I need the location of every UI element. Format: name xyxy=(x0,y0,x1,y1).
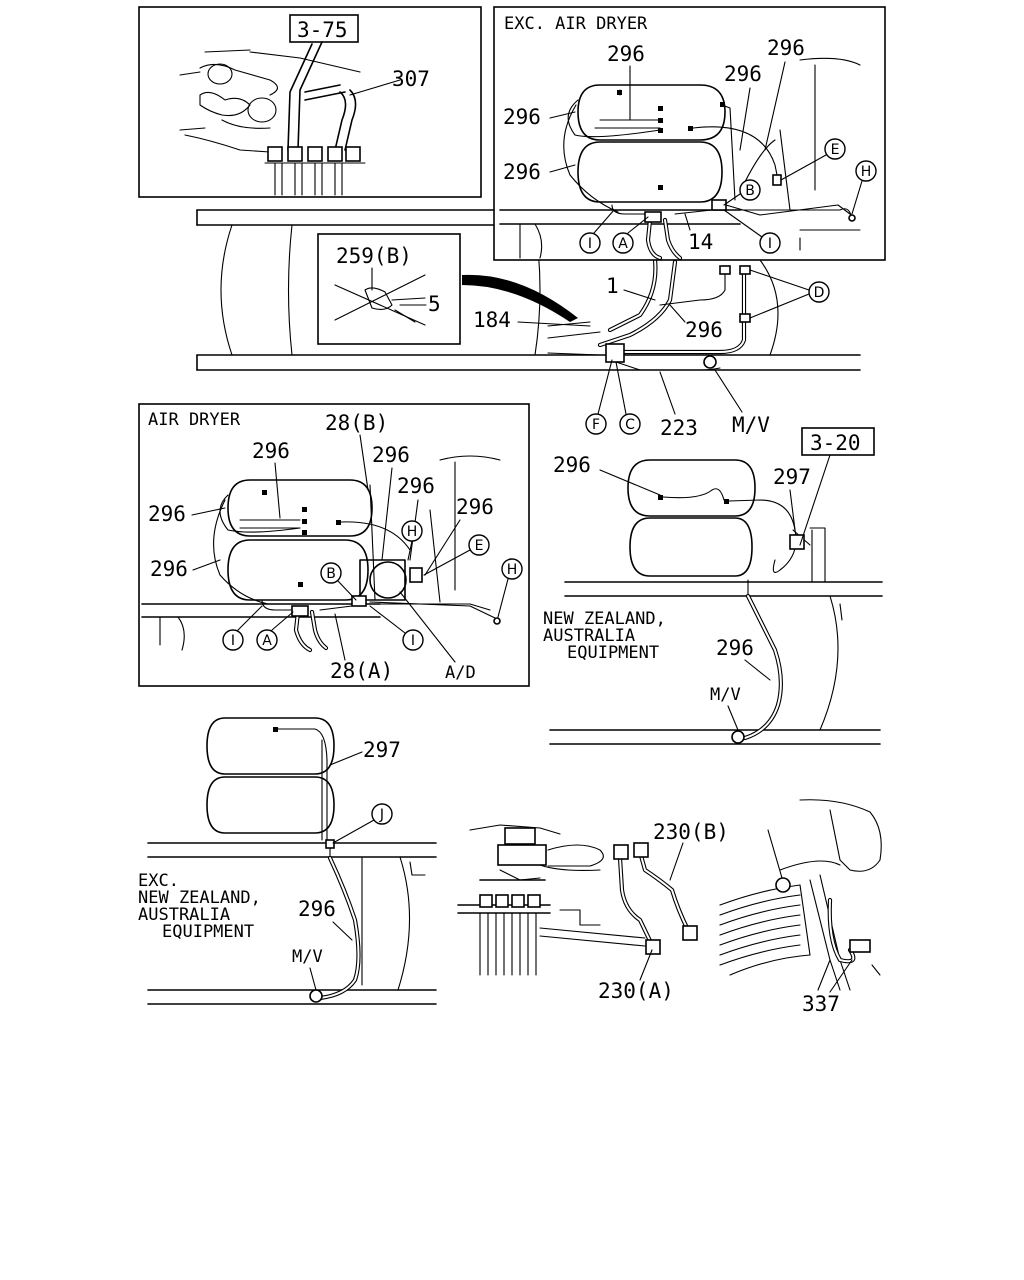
title-exc-air-dryer: EXC. AIR DRYER xyxy=(504,14,648,34)
label-28b: 28(B) xyxy=(325,411,388,435)
fitting-row xyxy=(264,146,366,196)
note-exc-3: AUSTRALIA xyxy=(138,905,230,925)
label-297-nz: 297 xyxy=(773,465,811,489)
circle-label-f: F xyxy=(592,417,600,433)
panel-nz-au: 3-20 296 297 NEW ZEALAND, AUSTRALIA EQUI… xyxy=(543,427,883,745)
circle-i-top-right xyxy=(759,232,781,254)
label-296-b: 296 xyxy=(503,105,541,129)
panel-air-dryer: AIR DRYER 28(B) xyxy=(138,403,530,687)
inset-box xyxy=(317,233,461,345)
label-296-c: 296 xyxy=(503,160,541,184)
circle-label-c: C xyxy=(625,417,635,433)
circle-b-ad xyxy=(320,562,342,584)
part-label-296-main: 296 xyxy=(685,318,723,342)
circle-i-ad-left xyxy=(222,629,244,651)
panel-valves: 230(B) 230(A) xyxy=(457,820,729,1003)
label-296-exc: 296 xyxy=(298,897,336,921)
label-296-ad-c: 296 xyxy=(397,474,435,498)
label-14: 14 xyxy=(688,230,713,254)
circle-label-a-ad: A xyxy=(262,633,272,649)
label-296-ad-b: 296 xyxy=(372,443,410,467)
circle-label-i-ad-left: I xyxy=(231,633,235,649)
note-nz-1: NEW ZEALAND, xyxy=(543,609,666,629)
label-296-d: 296 xyxy=(724,62,762,86)
panel-cooler: 337 xyxy=(719,799,882,1016)
circle-a-ad xyxy=(256,629,278,651)
circle-i-top-left xyxy=(579,232,601,254)
circle-label-e-ad: E xyxy=(475,538,484,554)
label-230b: 230(B) xyxy=(653,820,729,844)
circle-label-a-top: A xyxy=(618,236,628,252)
note-exc-1: EXC. xyxy=(138,871,179,891)
circle-label-i-ad-right: I xyxy=(411,633,415,649)
label-ad: A/D xyxy=(445,663,476,683)
label-297-exc: 297 xyxy=(363,738,401,762)
circle-a-top xyxy=(612,232,634,254)
note-nz-2: AUSTRALIA xyxy=(543,626,635,646)
panel-exc-nz: 297 J EXC. NEW ZEALAND, AUSTRALIA EQUIPM… xyxy=(138,717,437,1005)
label-mv-exc: M/V xyxy=(292,947,323,967)
circle-label-h-ad-2: H xyxy=(507,562,518,578)
circle-label-i-top-left: I xyxy=(588,236,592,252)
part-label-184: 184 xyxy=(473,308,511,332)
label-296-nz-b: 296 xyxy=(716,636,754,660)
label-mv-main: M/V xyxy=(732,413,770,437)
note-exc-4: EQUIPMENT xyxy=(162,922,254,942)
label-296-e: 296 xyxy=(767,36,805,60)
note-nz-3: EQUIPMENT xyxy=(567,643,659,663)
panel-exc-air-dryer: EXC. AIR DRYER xyxy=(493,6,886,261)
circle-e-top xyxy=(824,138,846,160)
ref-label-3-20: 3-20 xyxy=(810,431,861,455)
panel-top-left: 3-75 307 xyxy=(138,6,482,198)
circle-label-d: D xyxy=(814,285,825,301)
circle-h-ad-2 xyxy=(501,558,523,580)
label-296-ad-e: 296 xyxy=(148,502,186,526)
circle-label-i-top-right: I xyxy=(768,236,772,252)
ref-label-3-75: 3-75 xyxy=(297,18,348,42)
inset-label-5: 5 xyxy=(428,292,441,316)
label-mv-nz: M/V xyxy=(710,685,741,705)
circle-label-e-top: E xyxy=(831,142,840,158)
inset-label-259b: 259(B) xyxy=(336,244,412,268)
circle-h-top xyxy=(855,160,877,182)
circle-label-h-top: H xyxy=(861,164,872,180)
label-296-ad-d: 296 xyxy=(456,495,494,519)
circle-e-ad xyxy=(468,534,490,556)
ref-box-3-75 xyxy=(289,14,359,43)
part-label-307: 307 xyxy=(392,67,430,91)
label-337: 337 xyxy=(802,992,840,1016)
label-296-nz-a: 296 xyxy=(553,453,591,477)
circle-d xyxy=(808,281,830,303)
circle-label-b-ad: B xyxy=(326,566,336,582)
circle-c xyxy=(619,413,641,435)
circle-label-j: J xyxy=(379,807,384,823)
ref-box-3-20 xyxy=(801,427,875,456)
label-296-ad-f: 296 xyxy=(150,557,188,581)
circle-j xyxy=(371,803,393,825)
circle-b-top xyxy=(739,179,761,201)
title-air-dryer: AIR DRYER xyxy=(148,410,241,430)
circle-i-ad-right xyxy=(402,629,424,651)
label-230a: 230(A) xyxy=(598,979,674,1003)
label-28a: 28(A) xyxy=(330,659,393,683)
note-exc-2: NEW ZEALAND, xyxy=(138,888,261,908)
label-296-ad-a: 296 xyxy=(252,439,290,463)
circle-label-h-ad-1: H xyxy=(407,524,418,540)
part-label-223: 223 xyxy=(660,416,698,440)
part-label-1: 1 xyxy=(606,274,619,298)
main-frame: 259(B) 5 1 184 296 D F xyxy=(196,209,861,440)
label-296-a: 296 xyxy=(607,42,645,66)
circle-f xyxy=(585,413,607,435)
circle-label-b-top: B xyxy=(745,183,755,199)
